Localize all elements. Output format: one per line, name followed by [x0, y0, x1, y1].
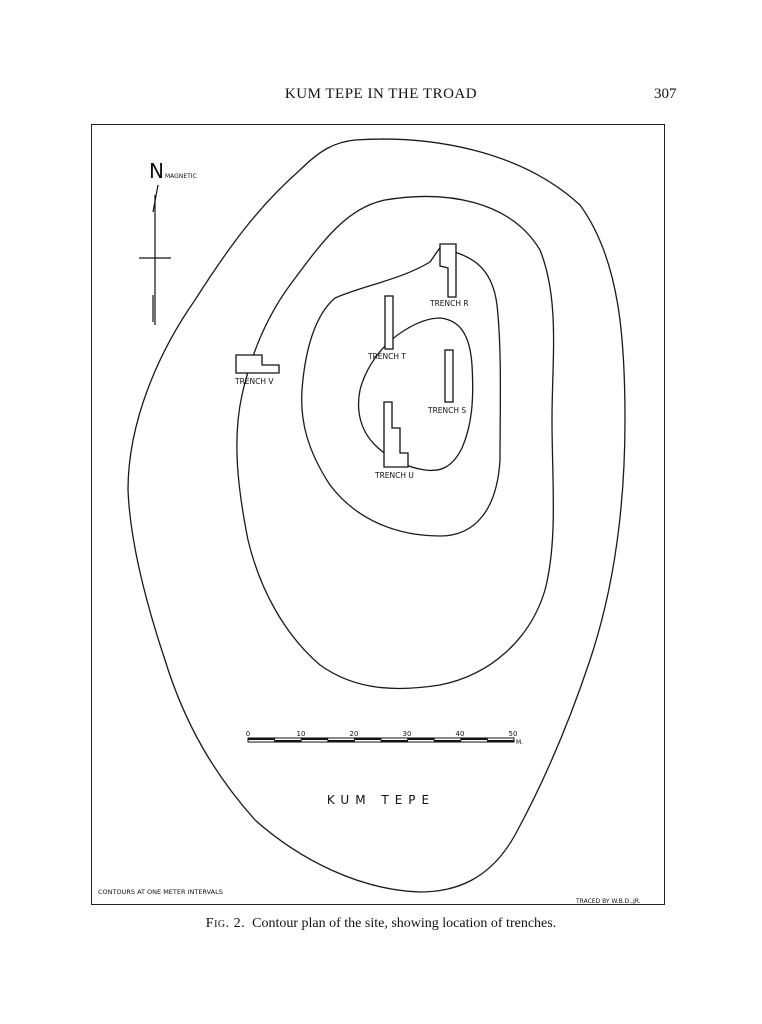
contour-interval-note: CONTOURS AT ONE METER INTERVALS [98, 888, 223, 896]
trench-v-outline [235, 354, 280, 374]
trench-u-outline [383, 401, 409, 468]
trench-s-outline [444, 349, 454, 403]
trench-v-label: TRENCH V [234, 377, 274, 386]
trench-r-outline [439, 243, 457, 298]
site-name: KUM TEPE [327, 793, 435, 807]
scale-bar [247, 737, 515, 743]
scale-tick-10: 10 [297, 730, 306, 738]
trench-s-label: TRENCH S [427, 406, 466, 415]
scale-unit: M. [516, 739, 523, 746]
scale-tick-40: 40 [456, 730, 465, 738]
trench-t-outline [384, 295, 394, 350]
trench-r-label: TRENCH R [429, 299, 469, 308]
scale-segment [460, 738, 488, 740]
scale-segment [381, 740, 408, 742]
scale-segment [354, 738, 381, 740]
contour-outer [127, 138, 626, 893]
trench-t-label: TRENCH T [367, 352, 406, 361]
contour-summit [357, 317, 474, 472]
scale-segment [274, 740, 302, 742]
running-head-title: KUM TEPE IN THE TROAD [284, 86, 478, 102]
scale-segment [407, 738, 435, 740]
trench-u-label: TRENCH U [374, 471, 414, 480]
scale-tick-20: 20 [350, 730, 359, 738]
figure-frame [91, 124, 665, 905]
scale-tick-30: 30 [403, 730, 412, 738]
contour-middle [236, 195, 555, 690]
figure-caption: Fig. 2. Contour plan of the site, showin… [0, 916, 762, 932]
scale-segment [248, 738, 275, 740]
scale-segment [487, 740, 514, 742]
scale-tick-50: 50 [509, 730, 518, 738]
north-arrow [139, 184, 171, 325]
page-number: 307 [654, 86, 677, 102]
scale-segment [434, 740, 461, 742]
north-magnetic-note: MAGNETIC [165, 173, 197, 180]
scale-segment [301, 738, 328, 740]
scale-segment [327, 740, 355, 742]
figure-caption-text: Contour plan of the site, showing locati… [252, 916, 557, 931]
figure-caption-label: Fig. 2. [205, 916, 246, 931]
scale-tick-0: 0 [246, 730, 250, 738]
traced-by-credit: TRACED BY W.B.D.,JR. [575, 898, 641, 905]
contour-inner [301, 247, 502, 537]
north-label: N [149, 159, 164, 183]
